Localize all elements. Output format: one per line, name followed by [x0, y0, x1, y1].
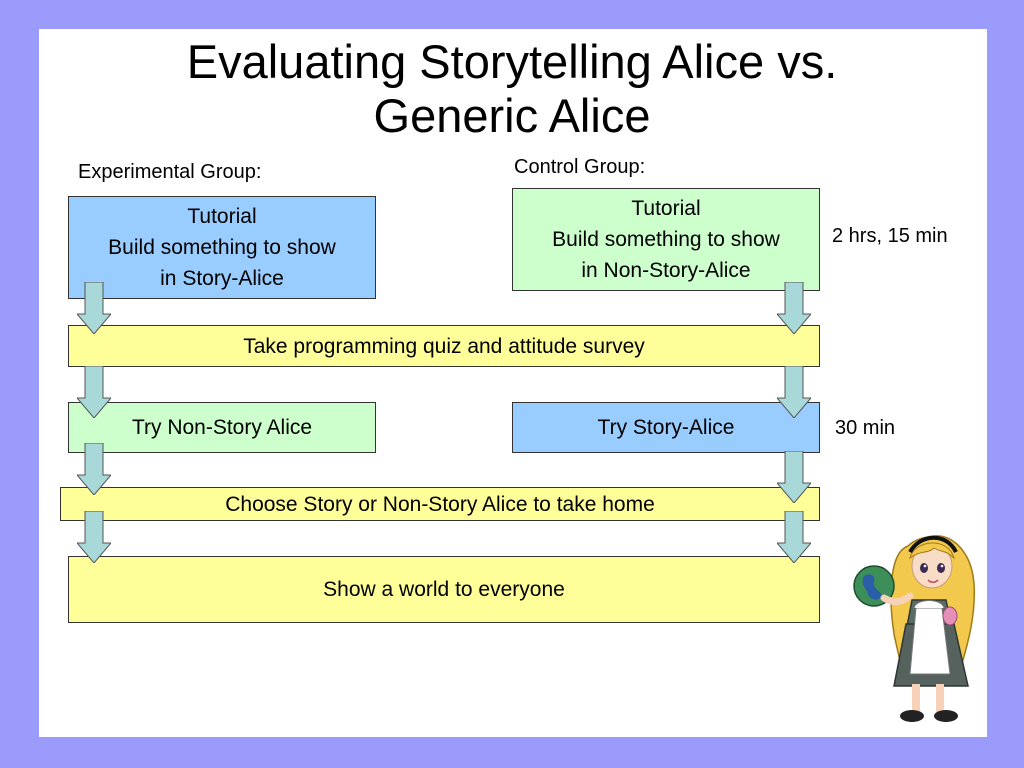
ctrl-box-line-1: Tutorial [631, 197, 701, 220]
try-non-story-box: Try Non-Story Alice [68, 402, 376, 453]
quiz-survey-text: Take programming quiz and attitude surve… [243, 334, 645, 358]
control-group-label: Control Group: [514, 156, 646, 178]
down-arrow-icon [77, 282, 111, 334]
show-world-text: Show a world to everyone [323, 578, 565, 601]
down-arrow-icon [77, 511, 111, 563]
down-arrow-icon [777, 451, 811, 503]
ctrl-box-line-2: Build something to show [552, 228, 780, 251]
down-arrow-icon [77, 443, 111, 495]
exp-box-line-1: Tutorial [187, 205, 257, 228]
down-arrow-icon [777, 366, 811, 418]
try-story-text: Try Story-Alice [597, 416, 735, 439]
ctrl-box-line-3: in Non-Story-Alice [581, 259, 751, 282]
choose-alice-text: Choose Story or Non-Story Alice to take … [225, 492, 655, 516]
down-arrow-icon [777, 282, 811, 334]
down-arrow-icon [777, 511, 811, 563]
choose-alice-box: Choose Story or Non-Story Alice to take … [60, 487, 820, 521]
experimental-group-label: Experimental Group: [78, 161, 262, 183]
alice-character-illustration [853, 535, 976, 722]
exp-box-line-3: in Story-Alice [160, 267, 284, 290]
slide-title: Evaluating Storytelling Alice vs. Generi… [0, 35, 1024, 143]
title-line-1: Evaluating Storytelling Alice vs. [186, 35, 838, 88]
exp-box-line-2: Build something to show [108, 236, 336, 259]
try-non-story-text: Try Non-Story Alice [131, 416, 313, 439]
down-arrow-icon [77, 366, 111, 418]
time-label-try: 30 min [835, 417, 896, 439]
control-tutorial-box: Tutorial Build something to show in Non-… [512, 188, 820, 291]
try-story-box: Try Story-Alice [512, 402, 820, 453]
quiz-survey-box: Take programming quiz and attitude surve… [68, 325, 820, 367]
time-label-tutorial: 2 hrs, 15 min [832, 225, 948, 247]
show-world-box: Show a world to everyone [68, 556, 820, 623]
title-line-2: Generic Alice [373, 89, 651, 142]
experimental-tutorial-box: Tutorial Build something to show in Stor… [68, 196, 376, 299]
